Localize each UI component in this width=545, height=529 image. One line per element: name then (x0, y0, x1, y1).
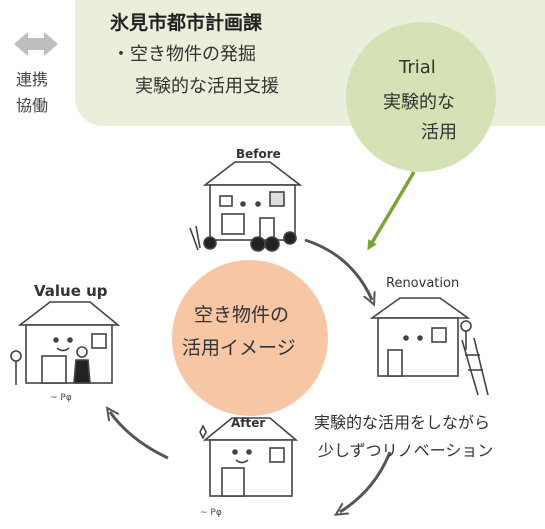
renovation-note-1: 実験的な活用をしながら (314, 413, 491, 432)
renovation-note-2: 少しずつリノベーション (318, 441, 494, 460)
house-before (189, 161, 303, 252)
cycle-arrow-before-to-renovation (304, 238, 372, 300)
center-label-2: 活用イメージ (182, 337, 296, 359)
trial-sub-label-1: 実験的な (383, 92, 455, 113)
house-after: ~ Pφ (199, 417, 299, 518)
trial-arrow (367, 171, 416, 251)
double-arrow-icon (14, 32, 58, 56)
svg-text:~ Pφ: ~ Pφ (200, 508, 222, 518)
department-title: 氷見市都市計画課 (110, 12, 263, 34)
house-value-up: ~ Pφ (10, 301, 121, 403)
stage-label-after: After (231, 416, 266, 430)
collaboration-label-2: 協働 (16, 96, 49, 115)
trial-sub-label-2: 活用 (421, 122, 457, 143)
trial-circle (346, 22, 496, 172)
department-task-2: 実験的な活用支援 (135, 76, 279, 97)
house-renovation (369, 297, 489, 396)
svg-text:~ Pφ: ~ Pφ (50, 393, 72, 403)
center-circle (172, 260, 328, 416)
stage-label-renovation: Renovation (386, 276, 460, 291)
stage-label-before: Before (236, 147, 281, 161)
center-label-1: 空き物件の (194, 304, 290, 326)
collaboration-label-1: 連携 (16, 70, 49, 89)
department-task-1: ・空き物件の発掘 (112, 44, 256, 65)
cycle-arrow-after-to-valueup (110, 412, 169, 460)
cycle-arrow-renovation-to-after (340, 451, 392, 512)
stage-label-value-up: Value up (34, 282, 108, 300)
trial-label: Trial (399, 57, 436, 78)
